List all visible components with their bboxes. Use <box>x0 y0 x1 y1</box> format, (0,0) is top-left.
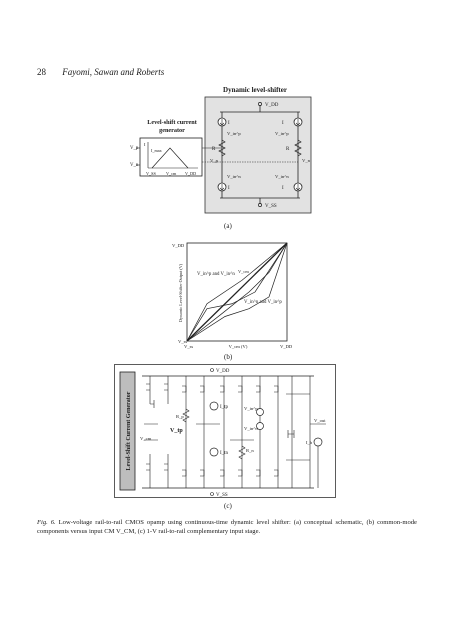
figure-caption: Fig. 6. Low-voltage rail-to-rail CMOS op… <box>37 519 417 536</box>
vp-left-label: V_p <box>210 158 219 163</box>
chart-series-line-1 <box>186 242 288 342</box>
y-axis-label: Dynamic Level-Shifter Output (V) <box>178 263 183 322</box>
x-axis-label: V_cm (V) <box>229 344 248 349</box>
chart-series-line-2 <box>186 242 288 342</box>
generator-label-line2: generator <box>159 127 185 134</box>
level-shift-generator-block <box>119 371 136 491</box>
chart-series-line-3 <box>186 242 288 342</box>
svg-text:V_DD: V_DD <box>185 171 196 176</box>
svg-text:I: I <box>144 142 146 147</box>
itp-label: I_tp <box>220 405 229 410</box>
resistor-left <box>218 139 226 157</box>
figure-b-sublabel: (b) <box>224 353 233 361</box>
x-tick-right: V_DD <box>280 344 293 349</box>
svg-text:V_cm: V_cm <box>166 171 177 176</box>
ib-current-source <box>313 437 323 447</box>
level-shifter-block <box>204 96 312 214</box>
annotation-vcm: V_cm <box>238 269 249 274</box>
vn-input-label: V_n <box>130 163 139 168</box>
rp-label: R_p <box>176 414 184 419</box>
vdd-top-label: V_DD <box>265 103 279 108</box>
vin-p-top-right: V_in^p <box>275 131 289 136</box>
itn-current-source <box>209 447 219 457</box>
caption-figure-label: Fig. 6. <box>37 519 56 526</box>
annotation-upper: V_in^p and V_in^n <box>197 272 235 277</box>
svg-text:I: I <box>228 121 230 126</box>
generator-box <box>139 137 203 177</box>
vp-input-label: V_p <box>130 146 139 151</box>
vss-bottom-label: V_SS <box>265 204 277 209</box>
vss-label: V_SS <box>216 493 228 498</box>
vn-right-label: V_n <box>302 158 311 163</box>
vin-n-bot-left: V_in^n <box>227 174 241 179</box>
running-authors: Fayomi, Sawan and Roberts <box>62 67 165 77</box>
svg-text:I: I <box>228 186 230 191</box>
vin-p-source <box>256 408 264 416</box>
caption-text: Low-voltage rail-to-rail CMOS opamp usin… <box>37 519 417 535</box>
y-tick-bottom: V_ss <box>178 339 187 344</box>
chart-series-line-0 <box>186 242 288 342</box>
x-tick-left: V_ss <box>184 344 193 349</box>
svg-text:I: I <box>282 121 284 126</box>
svg-text:R: R <box>286 147 290 152</box>
svg-text:V_SS: V_SS <box>146 171 156 176</box>
resistor-right <box>294 139 302 157</box>
annotation-lower: V_in^n and V_in^p <box>244 300 282 305</box>
ib-label: I_b <box>306 440 313 445</box>
itn-label: I_tn <box>220 451 229 456</box>
generator-block-label: Level-Shift Current Generator <box>126 391 132 470</box>
vtp-label: V_tp <box>170 428 183 434</box>
chart-series-group <box>186 242 288 342</box>
page-number: 28 <box>37 67 46 77</box>
vcm-label: V_cm <box>140 436 152 441</box>
vinn-label: V_in^n <box>244 426 258 431</box>
figure-a-schematic: Dynamic level-shifter V_DD V_SS I V_in^p… <box>130 86 312 214</box>
dynamic-level-shifter-title: Dynamic level-shifter <box>223 86 287 94</box>
itp-current-source <box>209 401 219 411</box>
generator-label-line1: Level-shift current <box>147 119 197 126</box>
vinp-label: V_in^p <box>244 406 258 411</box>
vin-n-source <box>256 422 264 430</box>
running-header: 28 Fayomi, Sawan and Roberts <box>37 67 164 77</box>
svg-text:I_max: I_max <box>151 148 163 153</box>
vdd-label: V_DD <box>216 369 230 374</box>
vin-p-top-left: V_in^p <box>227 131 241 136</box>
figure-b-chart: V_DD V_ss V_ss V_DD V_cm (V) Dynamic Lev… <box>172 242 293 349</box>
rn-label: R_n <box>246 448 254 453</box>
chart-series-line-4 <box>186 242 288 342</box>
figure-c-sublabel: (c) <box>224 502 232 510</box>
y-tick-top: V_DD <box>172 243 185 248</box>
svg-text:R: R <box>212 147 216 152</box>
vin-n-bot-right: V_in^n <box>275 174 289 179</box>
figure-c-schematic: Level-Shift Current Generator V_DD V_SS … <box>114 364 336 498</box>
svg-text:I: I <box>282 186 284 191</box>
figure-a-sublabel: (a) <box>224 222 232 230</box>
generator-triangle-curve <box>151 147 189 169</box>
vout-label: V_out <box>314 418 326 423</box>
